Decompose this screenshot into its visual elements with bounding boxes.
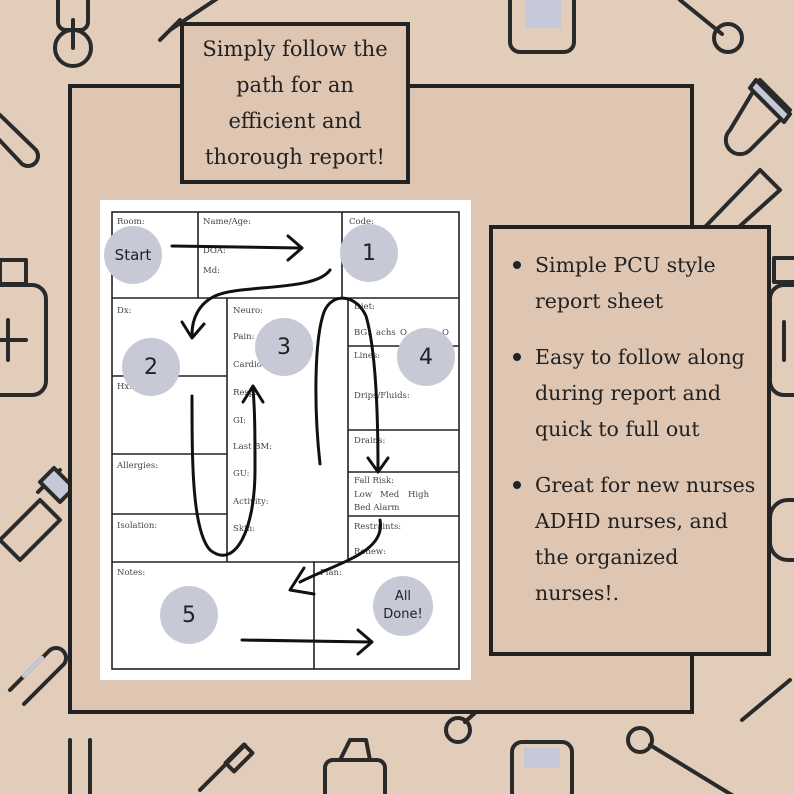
md-label: Md:: [203, 266, 221, 276]
thermometer-icon: [626, 726, 735, 794]
fall-risk-low: Low: [354, 490, 373, 500]
step-3-label: 3: [277, 334, 291, 360]
title-line: Simply follow the: [202, 37, 388, 61]
step-2-circle: 2: [122, 338, 180, 396]
syringe-icon: [0, 466, 76, 562]
feature-item: Great for new nurses ADHD nurses, and th…: [511, 467, 759, 611]
report-sheet: Room: Name/Age: Code: DOA: Md: Dx: Neuro…: [100, 200, 471, 680]
thermometer-icon: [68, 738, 92, 794]
thermometer-icon: [53, 0, 93, 68]
diet-label: Diet:: [354, 302, 375, 312]
title-line: efficient and: [228, 109, 362, 133]
first-aid-icon: [768, 256, 794, 397]
step-done-circle: All Done!: [373, 576, 433, 636]
step-start-label: Start: [114, 246, 152, 264]
plan-label: Plan:: [320, 568, 342, 578]
thermometer-icon: [8, 646, 68, 706]
fall-risk-med: Med: [380, 490, 400, 500]
syringe-icon: [198, 742, 255, 792]
thermometer-icon: [678, 0, 744, 54]
name-age-label: Name/Age:: [203, 217, 251, 227]
step-done-label-line2: Done!: [383, 607, 423, 622]
drains-label: Drains:: [354, 436, 386, 446]
fall-risk-high: High: [408, 490, 430, 500]
title-line: thorough report!: [205, 145, 385, 169]
lines-label: Lines:: [354, 351, 381, 361]
title-line: path for an: [236, 73, 354, 97]
last-bm-label: Last BM:: [233, 442, 273, 452]
features-box: Simple PCU style report sheet Easy to fo…: [489, 225, 771, 656]
neuro-label: Neuro:: [233, 306, 263, 316]
feature-item: Easy to follow along during report and q…: [511, 339, 759, 447]
code-label: Code:: [349, 217, 374, 227]
step-5-label: 5: [182, 602, 196, 628]
skin-label: Skin:: [233, 524, 256, 534]
renew-label: Renew:: [354, 547, 387, 557]
bg-achs: achs: [376, 328, 396, 338]
title-box: Simply follow the path for an efficient …: [180, 22, 410, 184]
bg-option: O: [400, 328, 407, 338]
pill-icon: [768, 498, 794, 562]
spray-bottle-icon: [323, 738, 387, 794]
step-start-circle: Start: [104, 226, 162, 284]
isolation-label: Isolation:: [117, 521, 158, 531]
bg-option: O: [442, 328, 449, 338]
bottle-icon: [508, 0, 576, 54]
syringe-icon: [740, 678, 792, 722]
drips-fluids-label: Drips/Fluids:: [354, 391, 410, 401]
resp-label: Resp:: [233, 388, 258, 398]
restraints-label: Restraints:: [354, 522, 402, 532]
gi-label: GI:: [233, 416, 247, 426]
bottle-icon: [510, 740, 574, 794]
bed-alarm-label: Bed Alarm: [354, 503, 400, 513]
step-2-label: 2: [144, 354, 158, 380]
gu-label: GU:: [233, 469, 250, 479]
step-1-label: 1: [362, 240, 376, 266]
feature-item: Simple PCU style report sheet: [511, 247, 759, 319]
step-3-circle: 3: [255, 318, 313, 376]
room-label: Room:: [117, 217, 145, 227]
notes-label: Notes:: [117, 568, 146, 578]
pill-icon: [0, 113, 40, 168]
fall-risk-label: Fall Risk:: [354, 476, 395, 486]
step-1-circle: 1: [340, 224, 398, 282]
doa-label: DOA:: [203, 246, 226, 256]
allergies-label: Allergies:: [117, 461, 159, 471]
cardio-label: Cardio:: [233, 360, 265, 370]
hx-label: Hx:: [117, 382, 133, 392]
pain-label: Pain:: [233, 332, 255, 342]
step-done-label-line1: All: [394, 589, 412, 604]
first-aid-icon: [0, 258, 48, 397]
features-list: Simple PCU style report sheet Easy to fo…: [511, 247, 759, 611]
dx-label: Dx:: [117, 306, 132, 316]
bg-label: BG:: [354, 328, 371, 338]
activity-label: Activity:: [233, 497, 269, 507]
step-4-label: 4: [419, 344, 433, 370]
test-tube-icon: [723, 78, 792, 157]
step-5-circle: 5: [160, 586, 218, 644]
step-4-circle: 4: [397, 328, 455, 386]
